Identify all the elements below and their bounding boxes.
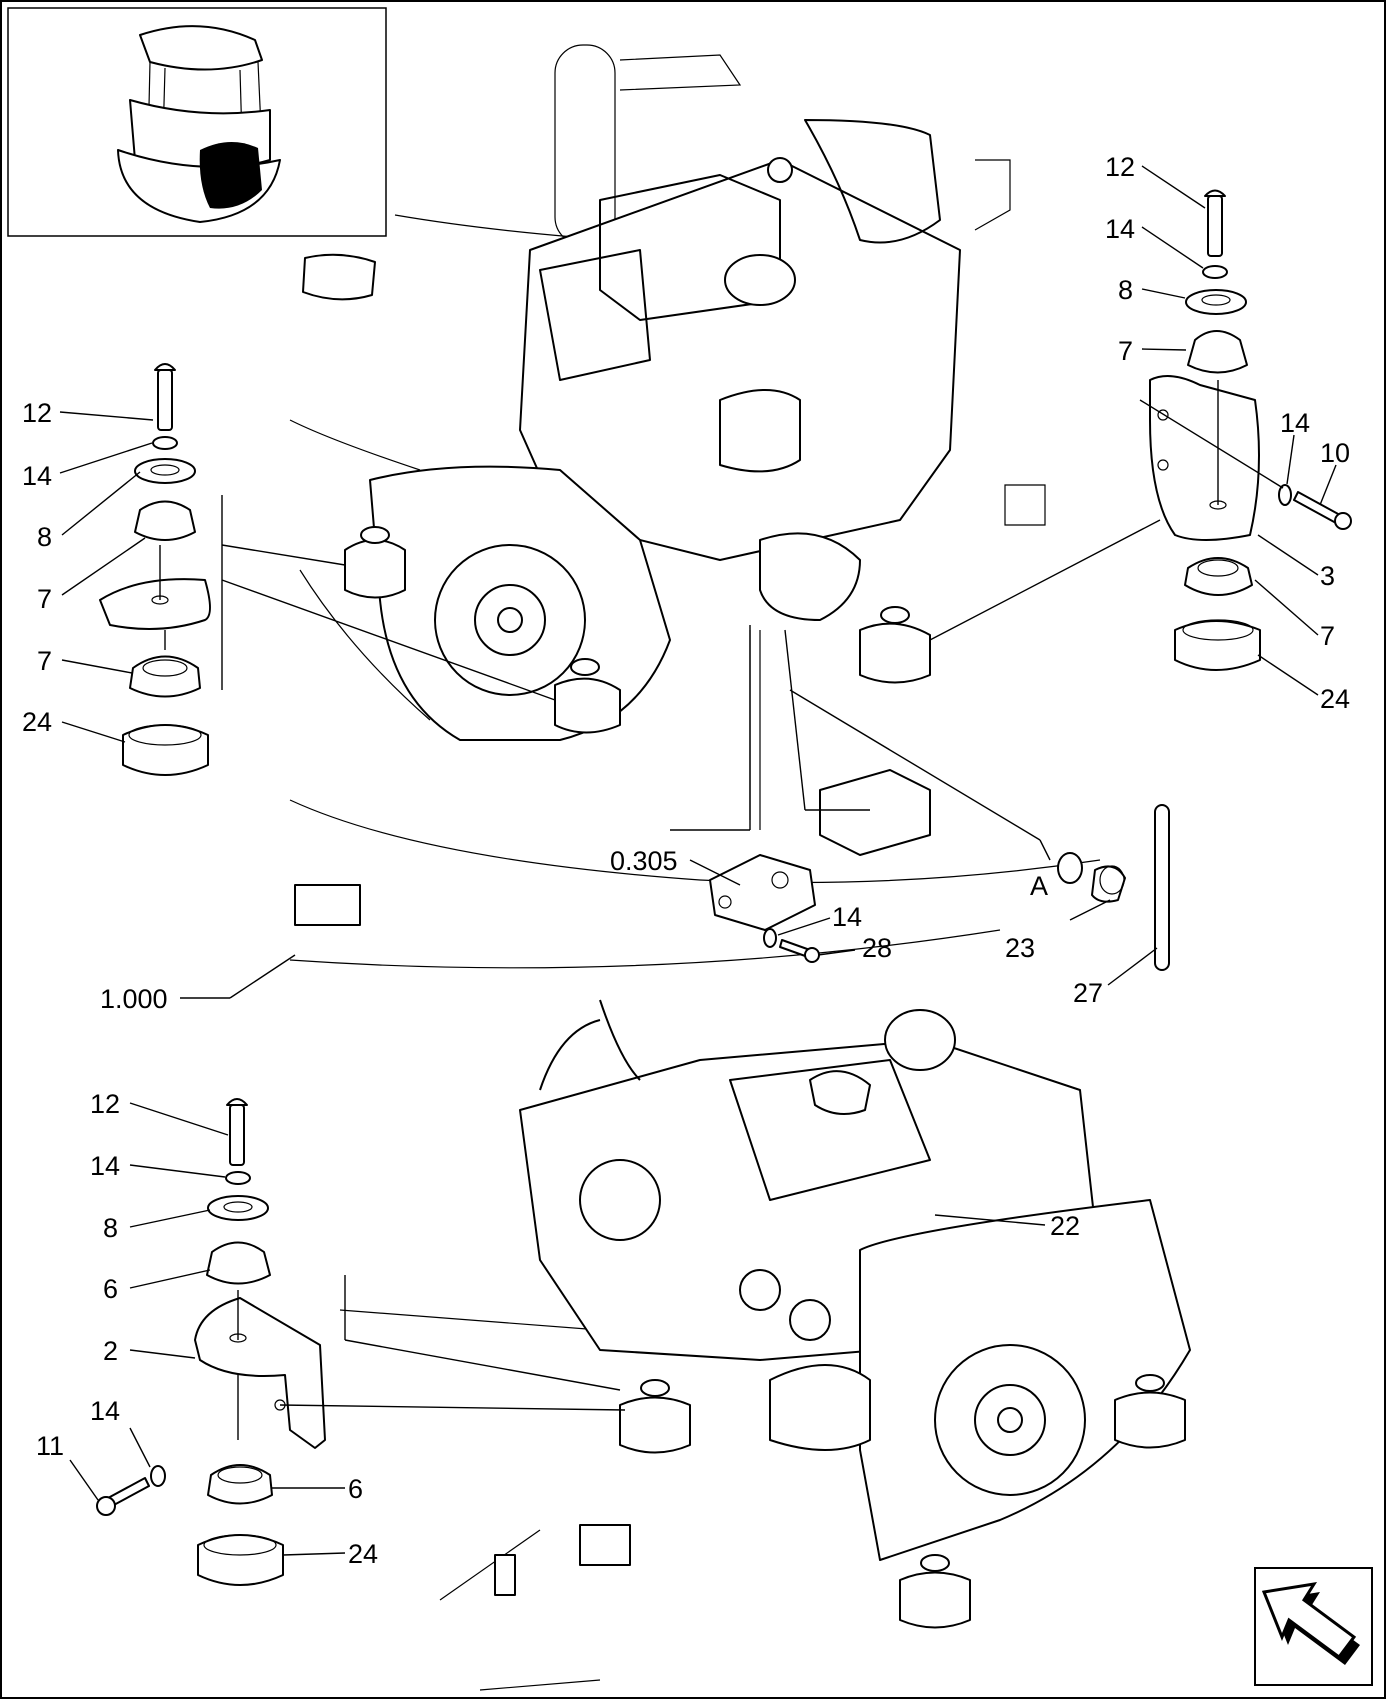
upper-engine-illustration bbox=[289, 44, 1101, 969]
callout-24-upper-right: 24 bbox=[1320, 684, 1350, 714]
callout-A: A bbox=[1030, 871, 1048, 901]
callout-12-upper-left: 12 bbox=[22, 398, 52, 428]
callout-24-upper-left: 24 bbox=[22, 707, 52, 737]
callout-7-upper-right: 7 bbox=[1118, 336, 1133, 366]
callout-14-upper-right-washer: 14 bbox=[1280, 408, 1310, 438]
callout-11-lower-left: 11 bbox=[36, 1431, 64, 1461]
callout-8-upper-left: 8 bbox=[37, 522, 52, 552]
callout-12-lower-left: 12 bbox=[90, 1089, 120, 1119]
callout-14-upper-right: 14 bbox=[1105, 214, 1135, 244]
callout-6-lower-left-lower: 6 bbox=[348, 1474, 363, 1504]
callout-8-upper-right: 8 bbox=[1118, 275, 1133, 305]
callout-labels: 12 14 8 7 14 10 3 7 24 12 14 8 7 7 24 0.… bbox=[22, 152, 1350, 1569]
callout-1000: 1.000 bbox=[100, 984, 168, 1014]
callout-6-lower-left: 6 bbox=[103, 1274, 118, 1304]
location-thumbnail bbox=[7, 7, 387, 237]
callout-10-upper-right: 10 bbox=[1320, 438, 1350, 468]
view-direction-arrow-icon bbox=[1254, 1567, 1373, 1686]
callout-28: 28 bbox=[862, 933, 892, 963]
callout-27: 27 bbox=[1073, 978, 1103, 1008]
middle-parts bbox=[709, 804, 1170, 971]
callout-22: 22 bbox=[1050, 1211, 1080, 1241]
callout-7-upper-left: 7 bbox=[37, 584, 52, 614]
mount-stack-lower-left bbox=[96, 1098, 326, 1586]
mount-stack-upper-left bbox=[99, 363, 223, 776]
callout-7-upper-left-lower: 7 bbox=[37, 646, 52, 676]
callout-2-lower-left: 2 bbox=[103, 1336, 118, 1366]
callout-24-lower-left: 24 bbox=[348, 1539, 378, 1569]
callout-8-lower-left: 8 bbox=[103, 1213, 118, 1243]
mount-stack-upper-right bbox=[1149, 189, 1352, 671]
callout-14-lower-left: 14 bbox=[90, 1151, 120, 1181]
callout-14-lower-left-washer: 14 bbox=[90, 1396, 120, 1426]
leader-lines bbox=[59, 165, 1337, 1556]
callout-7-upper-right-lower: 7 bbox=[1320, 621, 1335, 651]
callout-3-upper-right: 3 bbox=[1320, 561, 1335, 591]
callout-14-upper-left: 14 bbox=[22, 461, 52, 491]
callout-23: 23 bbox=[1005, 933, 1035, 963]
callout-12-upper-right: 12 bbox=[1105, 152, 1135, 182]
callout-0305: 0.305 bbox=[610, 846, 678, 876]
callout-14-middle: 14 bbox=[832, 902, 862, 932]
lower-engine-illustration bbox=[339, 999, 1191, 1691]
